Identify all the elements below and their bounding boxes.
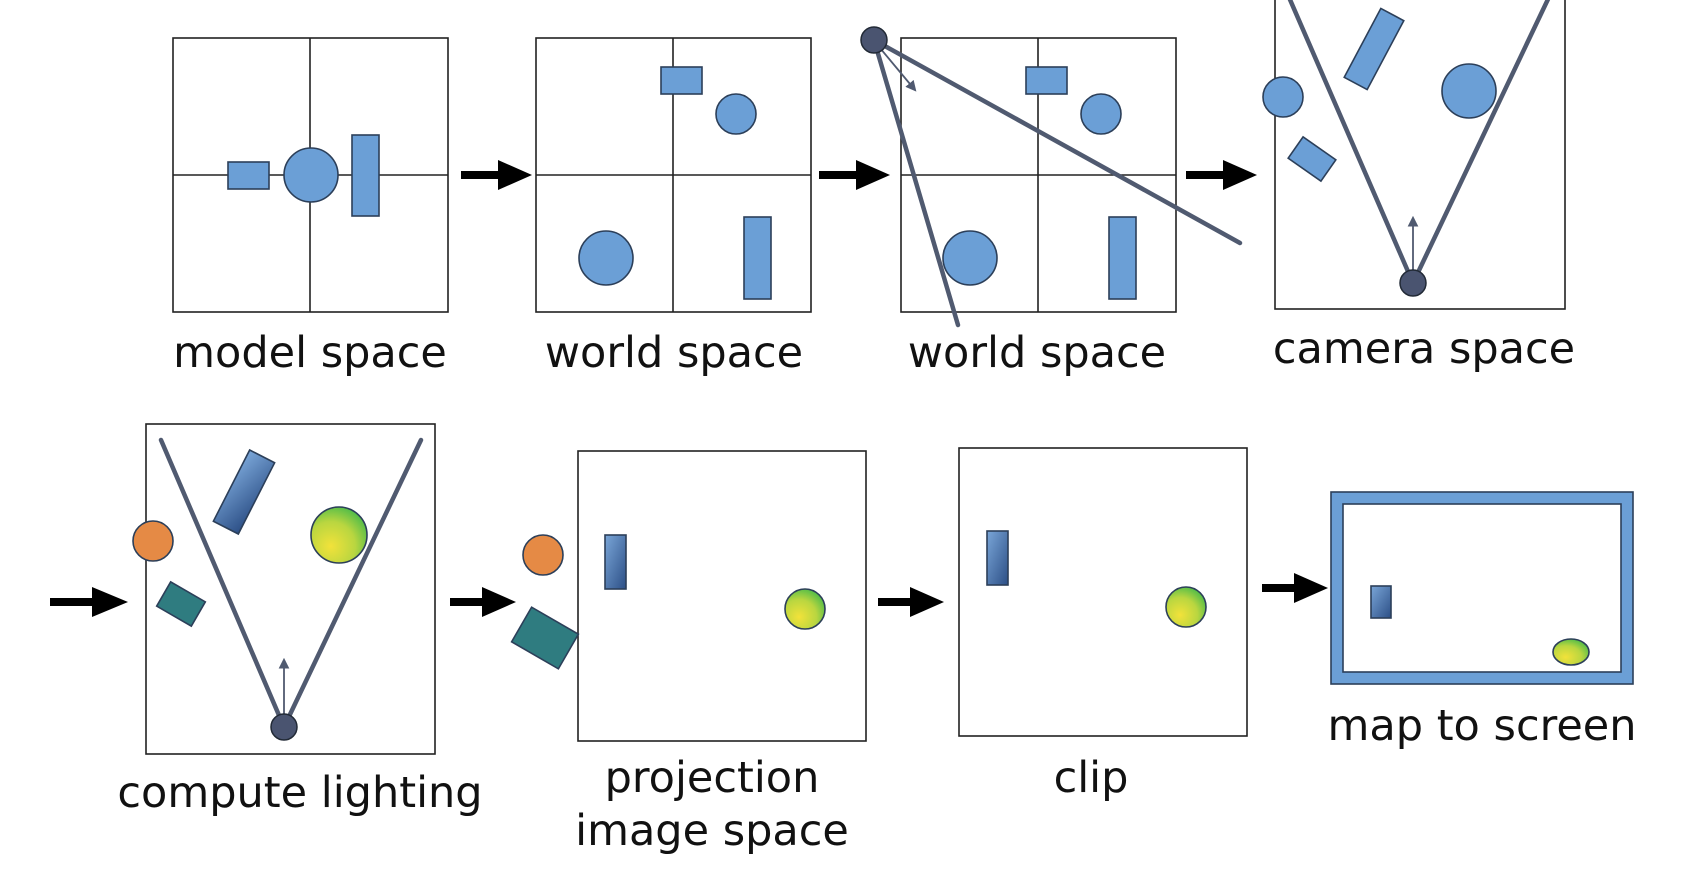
frustum-edge (158, 437, 287, 730)
caption-projection-line1: projection (605, 753, 820, 803)
lit-sphere (310, 506, 368, 564)
pipeline-arrow (819, 160, 890, 190)
lit-teal-box (155, 580, 207, 628)
caption-projection-line2: image space (575, 806, 849, 856)
camera-box-tilted (1343, 7, 1405, 91)
pipeline-arrow (50, 587, 128, 617)
camera-box-small (1287, 135, 1337, 183)
model-sphere (283, 147, 339, 203)
pipeline-arrow (1186, 160, 1257, 190)
frustum-edge (871, 37, 961, 328)
model-box-left (227, 161, 270, 190)
screen-sphere (1552, 638, 1590, 666)
world-sphere-large (942, 230, 998, 286)
camera-icon (860, 26, 888, 54)
frustum-edge (871, 37, 1243, 246)
projected-box (604, 534, 627, 590)
lit-orange-sphere (132, 520, 174, 562)
panel-world-space (535, 37, 812, 313)
camera-icon (270, 713, 298, 741)
camera-icon (1399, 269, 1427, 297)
view-direction-arrow (879, 47, 917, 92)
model-box-right (351, 134, 380, 217)
projected-orange-sphere (522, 534, 564, 576)
panel-model-space (172, 37, 449, 313)
panel-compute-lighting (132, 423, 436, 755)
frustum-edge (281, 437, 424, 730)
caption-clip: clip (1054, 753, 1129, 803)
caption-model-space: model space (173, 328, 447, 378)
pipeline-arrow (1262, 573, 1328, 603)
panel-camera-space (1262, 0, 1566, 310)
world-box-tall (1108, 216, 1137, 300)
caption-world-space-2: world space (908, 328, 1166, 378)
projected-teal-box (510, 606, 580, 670)
world-sphere-small (715, 93, 757, 135)
screen-box (1370, 585, 1392, 619)
pipeline-arrow (461, 160, 532, 190)
caption-camera-space: camera space (1273, 324, 1575, 374)
projected-sphere (784, 588, 826, 630)
panel-screen (1330, 491, 1634, 685)
camera-sphere-right (1441, 63, 1497, 119)
camera-sphere-left (1262, 76, 1304, 118)
world-box-small (1025, 66, 1068, 95)
clipped-sphere (1165, 586, 1207, 628)
world-box-tall (743, 216, 772, 300)
frustum-edge (1287, 0, 1416, 286)
pipeline-arrow (878, 587, 944, 617)
caption-world-space-1: world space (545, 328, 803, 378)
frustum-edge (1410, 0, 1551, 286)
caption-compute-lighting: compute lighting (117, 768, 482, 818)
caption-map-to-screen: map to screen (1328, 701, 1637, 751)
lit-box-tilted (212, 448, 276, 536)
panel-projection (510, 450, 867, 742)
world-sphere-small (1080, 93, 1122, 135)
pipeline-arrow (450, 587, 516, 617)
world-box-small (660, 66, 703, 95)
panel-world-space-camera (860, 26, 1243, 328)
panel-clip (958, 447, 1248, 737)
clipped-box (986, 530, 1009, 586)
world-sphere-large (578, 230, 634, 286)
